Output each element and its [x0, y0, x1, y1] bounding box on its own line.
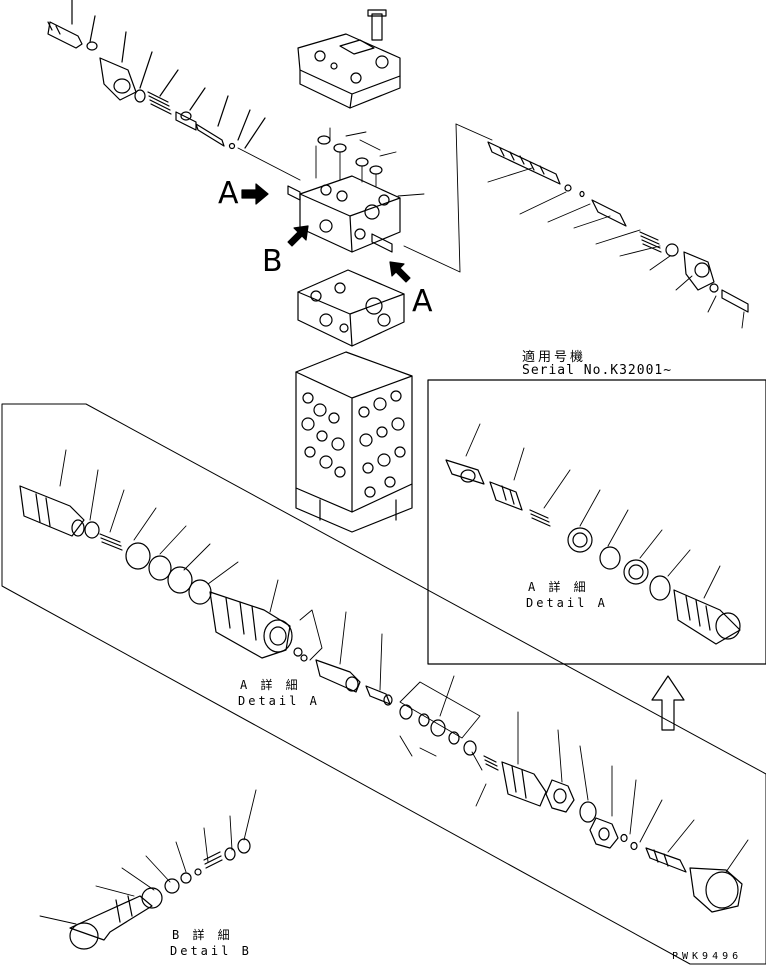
detail-a-main-jp: A 詳 細: [240, 678, 301, 692]
up-arrow: [651, 675, 685, 731]
detail-a-inset-jp: A 詳 細: [528, 580, 589, 594]
top-left-parts-chain: [47, 0, 301, 181]
arrow-label-a-left: A: [218, 176, 239, 211]
arrow-label-b-left: B: [262, 244, 283, 279]
detail-b-jp: B 詳 細: [172, 928, 233, 942]
top-cover-block: [297, 9, 401, 109]
detail-b-parts: [39, 789, 257, 950]
serial-title-jp: 適用号機: [522, 350, 587, 365]
serial-detail-box: [427, 379, 766, 665]
valve-section-lower: [297, 269, 405, 347]
direction-arrows: [241, 183, 411, 283]
main-valve-body: [295, 351, 413, 533]
right-parts-chain: [403, 123, 749, 329]
detail-a-frame: [1, 403, 766, 965]
serial-number: Serial No.K32001~: [522, 363, 673, 378]
detail-a-main-en: Detail A: [238, 694, 320, 708]
arrow-label-a-right: A: [412, 284, 433, 319]
detail-b-en: Detail B: [170, 944, 252, 958]
detail-a-parts: [19, 449, 749, 913]
valve-section-upper: [287, 127, 425, 253]
detail-a-inset-en: Detail A: [526, 596, 608, 610]
drawing-number: PWK9496: [672, 951, 743, 962]
